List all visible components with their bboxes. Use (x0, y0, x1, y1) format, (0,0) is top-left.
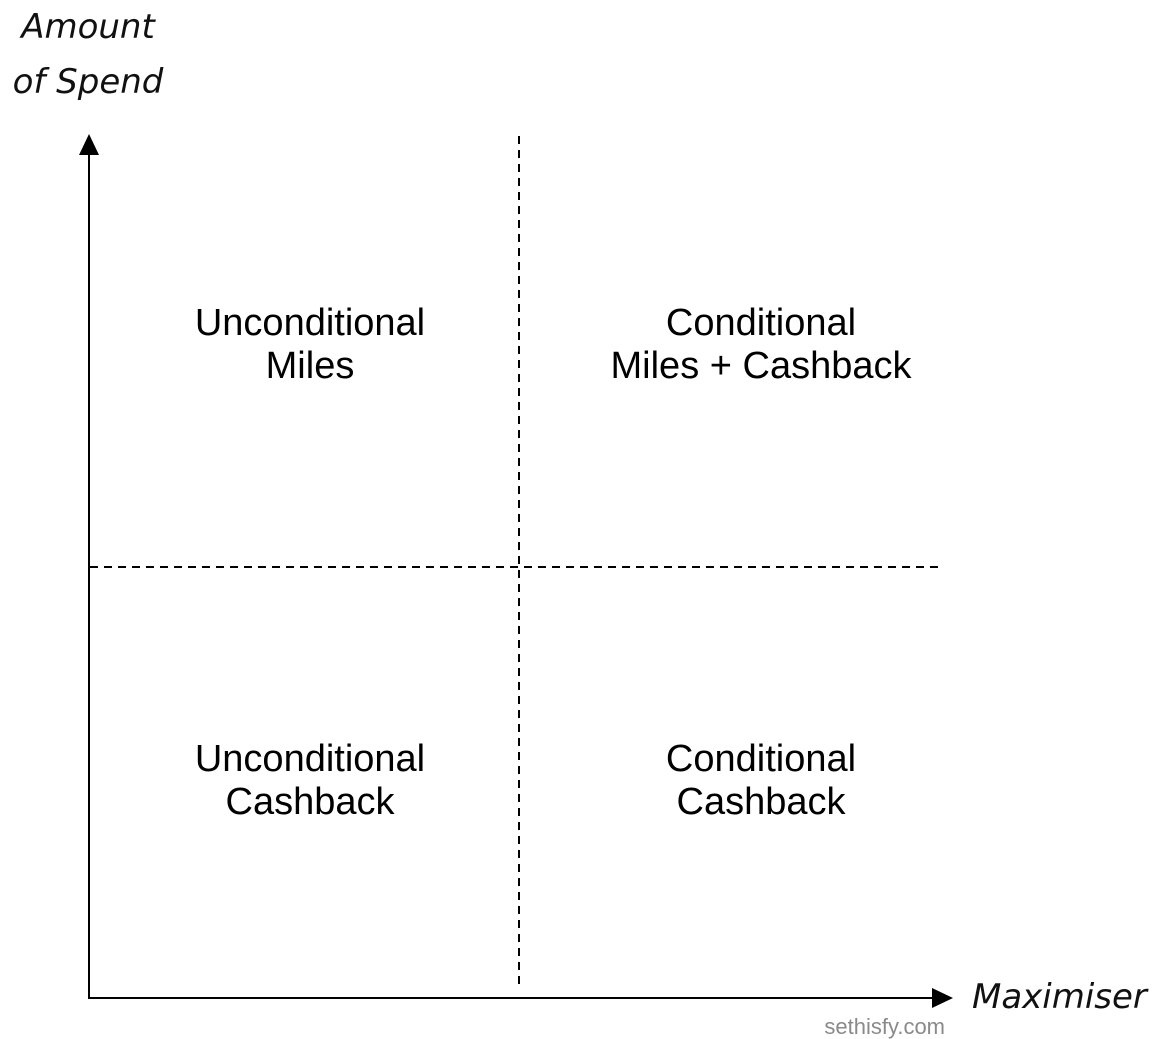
y-axis-label-line-2: of Spend (13, 62, 164, 102)
quadrant-bottom-left-line-1: Unconditional (195, 738, 425, 780)
quadrant-bottom-left-line-2: Cashback (226, 781, 396, 823)
quadrant-top-left-line-1: Unconditional (195, 302, 425, 344)
quadrant-top-right-line-2: Miles + Cashback (611, 345, 913, 387)
x-axis-label: Maximiser (972, 977, 1149, 1017)
quadrant-bottom-right-line-2: Cashback (677, 781, 847, 823)
quadrant-top-left-line-2: Miles (266, 345, 355, 387)
credit-watermark: sethisfy.com (824, 1014, 945, 1039)
y-axis-label-line-1: Amount (19, 7, 156, 47)
x-axis-arrowhead (932, 988, 953, 1008)
y-axis-arrowhead (79, 134, 99, 155)
quadrant-bottom-right-line-1: Conditional (666, 738, 856, 780)
quadrant-top-right-line-1: Conditional (666, 302, 856, 344)
